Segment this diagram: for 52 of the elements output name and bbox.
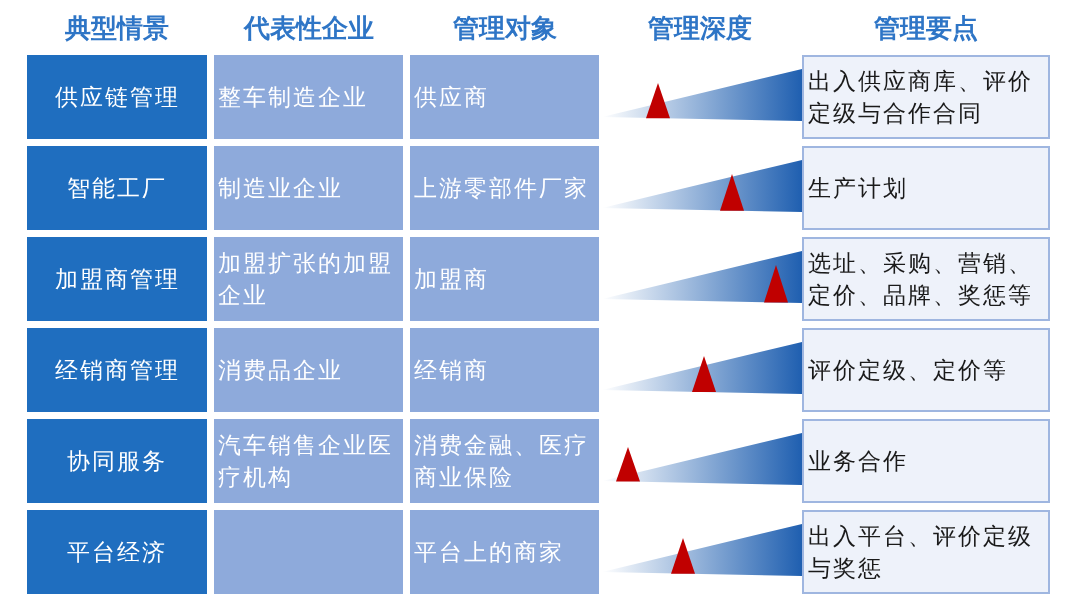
scenario-cell (27, 328, 207, 412)
scenario-cell (27, 237, 207, 321)
scenario-cell (27, 55, 207, 139)
cell-text: 供应链管理 (53, 83, 181, 112)
key-point-cell (802, 419, 1050, 503)
column-header: 管理深度 (647, 11, 753, 45)
key-point-cell (802, 55, 1050, 139)
cell-text: 加盟商 (414, 265, 490, 294)
cell-text: 消费品企业 (218, 356, 344, 385)
cell-text: 平台上的商家 (414, 538, 565, 567)
cell-text: 整车制造企业 (218, 83, 369, 112)
cell-text: 经销商 (414, 356, 490, 385)
cell-text: 加盟商管理 (53, 265, 181, 294)
scenario-cell (27, 510, 207, 594)
cell-text: 出入供应商库、评价定级与合作合同 (808, 67, 1034, 128)
cell-text: 汽车销售企业医疗机构 (218, 431, 394, 492)
cell-text: 上游零部件厂家 (414, 174, 590, 203)
key-point-cell (802, 146, 1050, 230)
company-cell (214, 146, 403, 230)
company-cell (214, 55, 403, 139)
scenario-cell (27, 146, 207, 230)
scenario-cell (27, 419, 207, 503)
column-header: 管理要点 (873, 11, 979, 45)
object-cell (410, 55, 599, 139)
object-cell (410, 237, 599, 321)
cell-text: 智能工厂 (66, 174, 168, 203)
cell-text: 平台经济 (66, 538, 168, 567)
company-cell (214, 328, 403, 412)
cell-text: 消费金融、医疗商业保险 (414, 431, 590, 492)
object-cell (410, 419, 599, 503)
cell-text: 供应商 (414, 83, 490, 112)
column-header: 典型情景 (64, 11, 170, 45)
column-header: 代表性企业 (242, 11, 375, 45)
cell-text: 业务合作 (808, 447, 909, 476)
cell-text: 加盟扩张的加盟企业 (218, 249, 394, 310)
key-point-cell (802, 237, 1050, 321)
cell-text: 生产计划 (808, 174, 909, 203)
object-cell (410, 146, 599, 230)
column-header: 管理对象 (451, 11, 558, 45)
key-point-cell (802, 328, 1050, 412)
cell-text: 评价定级、定价等 (808, 356, 1009, 385)
key-point-cell (802, 510, 1050, 594)
cell-text: 制造业企业 (218, 174, 344, 203)
object-cell (410, 510, 599, 594)
company-cell (214, 419, 403, 503)
cell-text: 经销商管理 (53, 356, 181, 385)
company-cell (214, 237, 403, 321)
cell-text: 协同服务 (66, 447, 168, 476)
company-cell (214, 510, 403, 594)
cell-text: 出入平台、评价定级与奖惩 (808, 522, 1034, 583)
cell-text: 选址、采购、营销、定价、品牌、奖惩等 (808, 249, 1034, 310)
object-cell (410, 328, 599, 412)
